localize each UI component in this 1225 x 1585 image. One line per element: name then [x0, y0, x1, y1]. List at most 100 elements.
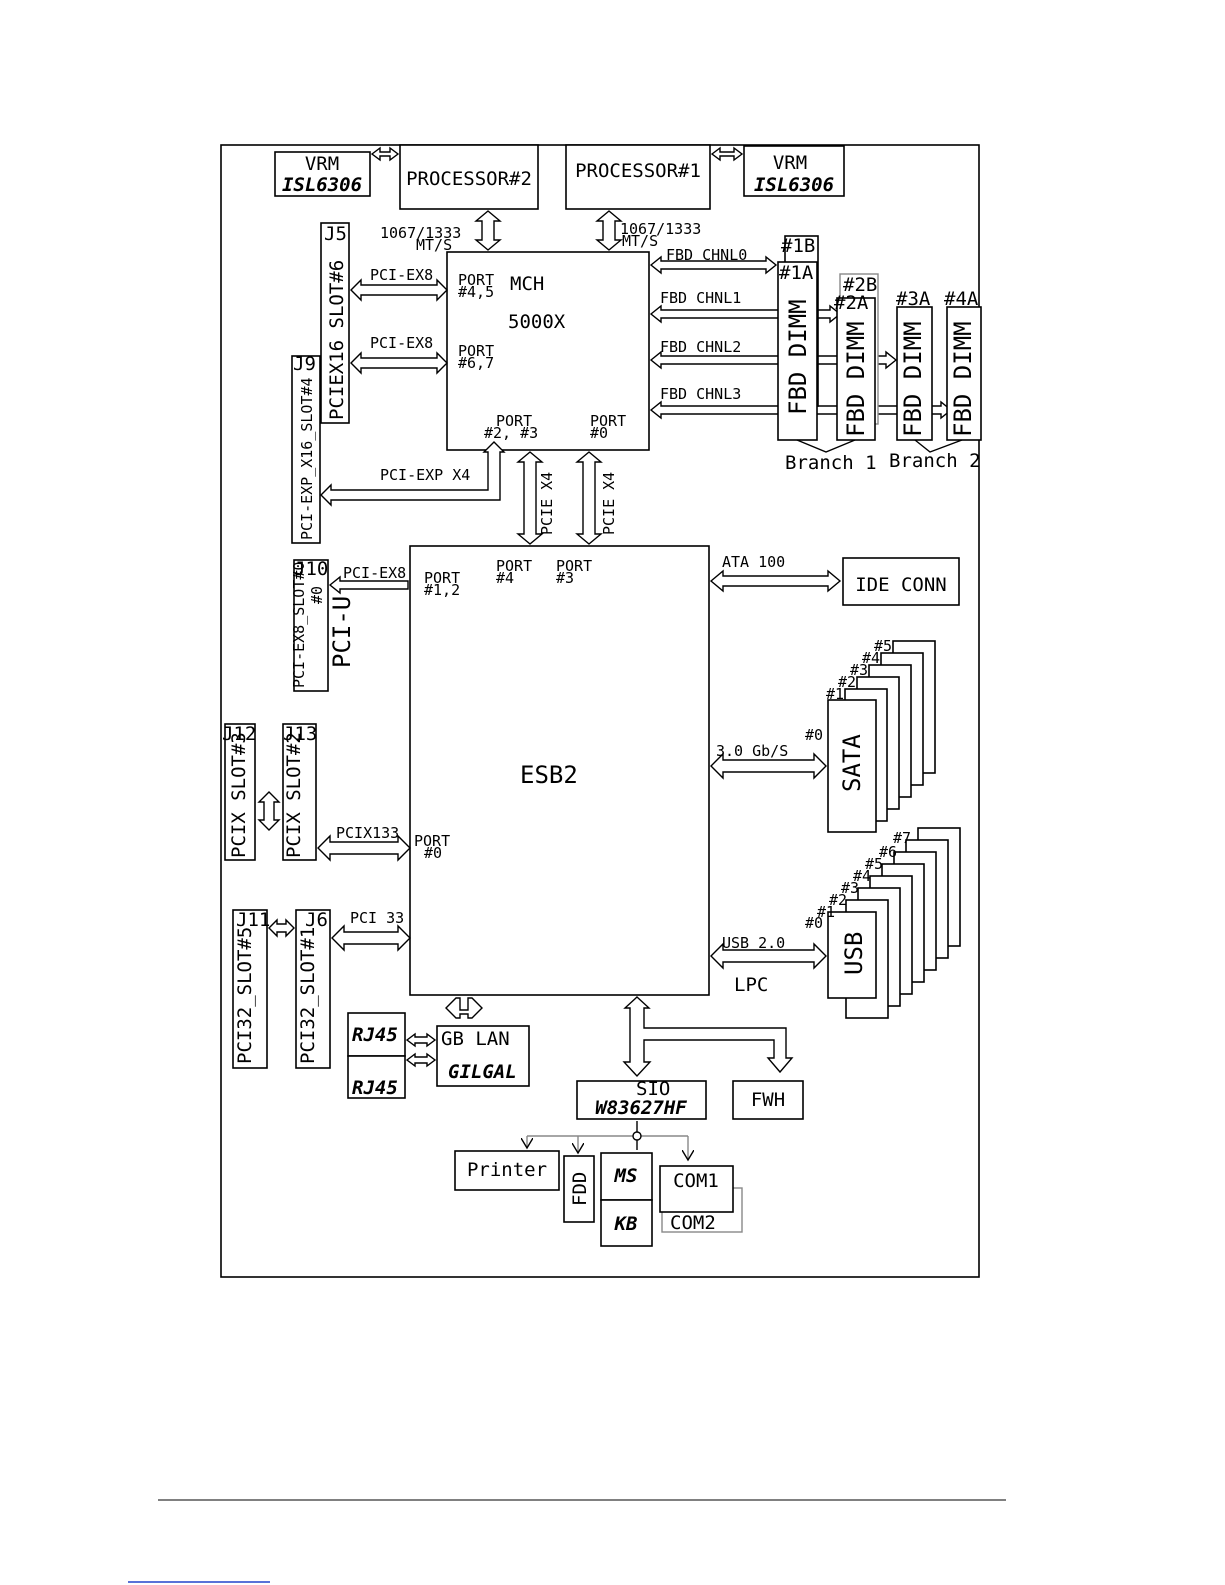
fbd-chnl0-label: FBD CHNL0 [666, 246, 747, 264]
sata-box [827, 699, 877, 833]
sio-distribution-lines [527, 1121, 688, 1160]
esb2-port-4: PORT [496, 557, 532, 575]
slot-j9-box [291, 355, 321, 544]
sata-num-4: #4 [862, 649, 880, 667]
dimm-slot-3a-label: #3A [896, 288, 931, 310]
mch-port-67: PORT [458, 342, 494, 360]
pci-u-label: PCI-U [328, 596, 356, 668]
printer-label: Printer [467, 1159, 547, 1181]
vrm-left-part: ISL6306 [282, 174, 362, 196]
dimm-slot-2a-label: #2A [834, 292, 869, 314]
mch-box [446, 251, 650, 451]
sata-num-5: #5 [874, 637, 892, 655]
slot-j5-name: PCIEX16 SLOT#6 [326, 260, 348, 420]
pcie-x4-a-label: PCIE X4 [538, 472, 556, 535]
dimm-slot-2b-label: #2B [843, 274, 877, 296]
vrm-right-part: ISL6306 [754, 174, 834, 196]
lan-rj45-top-arrow [405, 1032, 437, 1048]
fbd-chnl3-label: FBD CHNL3 [660, 385, 741, 403]
pcix133-arrow [317, 834, 411, 862]
ide-conn-label: IDE CONN [855, 574, 947, 596]
fdd-label: FDD [569, 1172, 591, 1206]
esb2-port-12: PORT [424, 569, 460, 587]
vrm-left-box [274, 151, 371, 197]
esb2-port-3: PORT [556, 557, 592, 575]
esb2-box [409, 545, 710, 996]
ide-conn-box [842, 557, 960, 606]
branch-1-label: Branch 1 [785, 452, 877, 474]
slot-j6-name: PCI32_SLOT#1 [297, 927, 319, 1064]
mch-port-23-num: #2, #3 [484, 424, 538, 442]
fsb-1-speed: 1067/1333 [620, 220, 701, 238]
usb-num-0: #0 [805, 914, 823, 932]
pcix-slot-link-arrow [257, 791, 281, 831]
dimm-slot-1a [777, 261, 818, 441]
fbd-chnl1-label: FBD CHNL1 [660, 289, 741, 307]
branch-2-label: Branch 2 [889, 450, 981, 472]
dimm-4-label: FBD DIMM [949, 321, 977, 437]
dimm-slot-4a-label: #4A [944, 288, 979, 310]
rj45-top-box [347, 1012, 406, 1057]
vrm-left-link-arrow [370, 146, 400, 162]
fwh-box [732, 1080, 804, 1120]
lan-rj45-bottom-arrow [405, 1052, 437, 1068]
processor-1-label: PROCESSOR#1 [575, 160, 701, 182]
ata100-label: ATA 100 [722, 553, 785, 571]
usb-num-2: #2 [829, 891, 847, 909]
slot-j13-name: PCIX SLOT#2 [283, 732, 305, 858]
usb-num-6: #6 [879, 843, 897, 861]
sata-num-1: #1 [826, 685, 844, 703]
gb-lan-part: GILGAL [448, 1061, 517, 1083]
fbd-chnl2-label: FBD CHNL2 [660, 338, 741, 356]
mch-port-67-num: #6,7 [458, 354, 494, 372]
lpc-bus-arrow [622, 996, 794, 1078]
sata-label: SATA [838, 734, 866, 792]
esb2-port-0-num: #0 [424, 844, 442, 862]
fsb-2-speed: 1067/1333 [380, 224, 461, 242]
rj45-bottom-label: RJ45 [352, 1077, 398, 1099]
pci33-label: PCI 33 [350, 909, 404, 927]
branch-2-bracket [914, 439, 963, 453]
pcie-x4-link-b [575, 451, 603, 545]
esb2-port-12-num: #1,2 [424, 581, 460, 599]
mch-port-0-num: #0 [590, 424, 608, 442]
com1-label: COM1 [673, 1170, 719, 1192]
slot-j13-id: J13 [283, 723, 317, 745]
slot-j11-name: PCI32_SLOT#5 [234, 927, 256, 1064]
pci-ex8-slot0-label: PCI-EX8 [343, 564, 406, 582]
pci32-slot-link-arrow [268, 918, 295, 938]
sio-part: W83627HF [595, 1097, 687, 1119]
gb-lan-label: GB LAN [441, 1028, 510, 1050]
usb-num-4: #4 [853, 867, 871, 885]
slot-j10-box [293, 559, 329, 692]
processor-2-label: PROCESSOR#2 [406, 168, 532, 190]
sata-ports-stack [827, 640, 936, 833]
slot-j10-num: #0 [308, 586, 326, 604]
dimm-1-label: FBD DIMM [784, 299, 812, 415]
slot-j12-id: J12 [222, 723, 256, 745]
slot-j12-box [224, 723, 256, 861]
pci-ex8-slot4-arrow [350, 351, 448, 375]
branch-1-bracket [796, 439, 856, 453]
ata100-arrow [709, 569, 842, 593]
slot-j5-id: J5 [324, 223, 347, 245]
slot-j6-box [295, 909, 331, 1069]
slot-j9-id: J9 [293, 353, 316, 375]
sata-speed-label: 3.0 Gb/S [716, 742, 788, 760]
usb-box [827, 911, 877, 999]
processor-2-box [399, 144, 539, 210]
pci-ex8-slot6-label: PCI-EX8 [370, 266, 433, 284]
usb-num-1: #1 [817, 903, 835, 921]
pcix133-label: PCIX133 [336, 824, 399, 842]
slot-j11-box [232, 909, 268, 1069]
pci-ex8-slot6-arrow [350, 278, 448, 302]
slot-j11-id: J11 [236, 909, 270, 931]
esb2-title: ESB2 [520, 761, 578, 789]
dimm-slot-2a [836, 297, 876, 441]
fsb-1-unit: MT/S [622, 232, 658, 250]
slot-j10-id: J10 [294, 558, 328, 580]
mch-port-23: PORT [496, 412, 532, 430]
com1-box [659, 1165, 734, 1213]
fsb-2-unit: MT/S [416, 236, 452, 254]
